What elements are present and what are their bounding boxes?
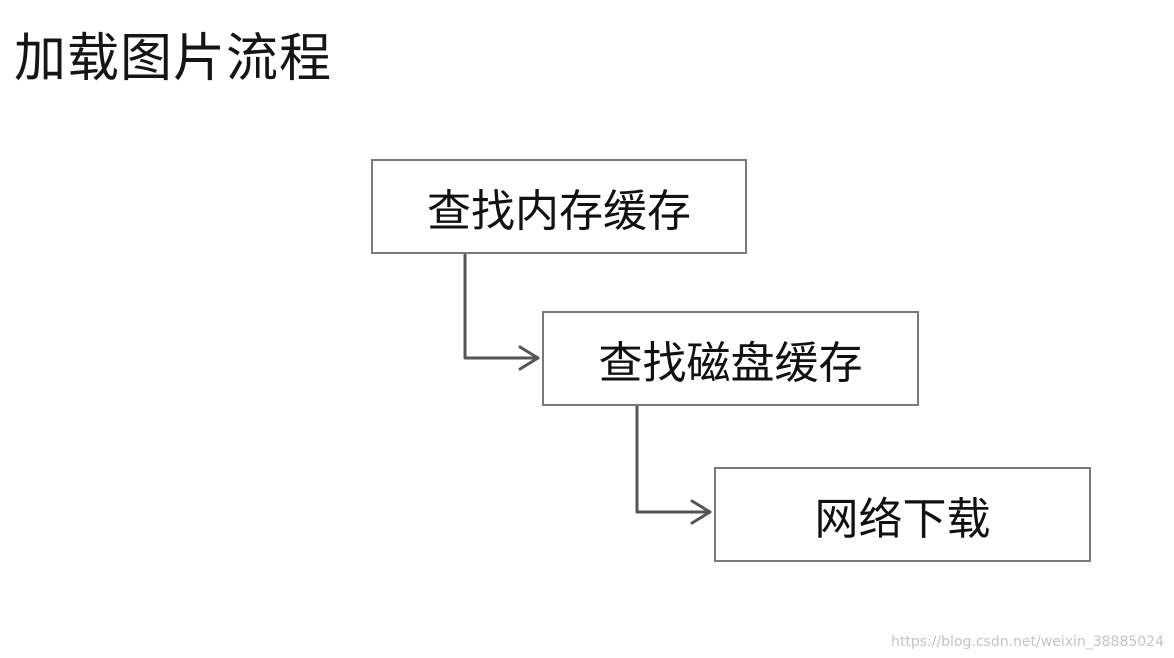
diagram-title: 加载图片流程 xyxy=(14,29,333,89)
watermark: https://blog.csdn.net/weixin_38885024 xyxy=(890,634,1164,650)
connector-line-2 xyxy=(635,404,712,514)
step-memory-cache: 查找内存缓存 xyxy=(371,159,747,254)
step-disk-cache: 查找磁盘缓存 xyxy=(542,311,919,406)
step-label: 查找内存缓存 xyxy=(427,185,691,237)
arrowhead-1 xyxy=(518,345,540,371)
connector-line-1 xyxy=(463,252,540,360)
step-label: 网络下载 xyxy=(814,493,991,545)
step-network-download: 网络下载 xyxy=(714,467,1091,562)
step-label: 查找磁盘缓存 xyxy=(598,337,863,389)
arrowhead-2 xyxy=(690,499,712,525)
